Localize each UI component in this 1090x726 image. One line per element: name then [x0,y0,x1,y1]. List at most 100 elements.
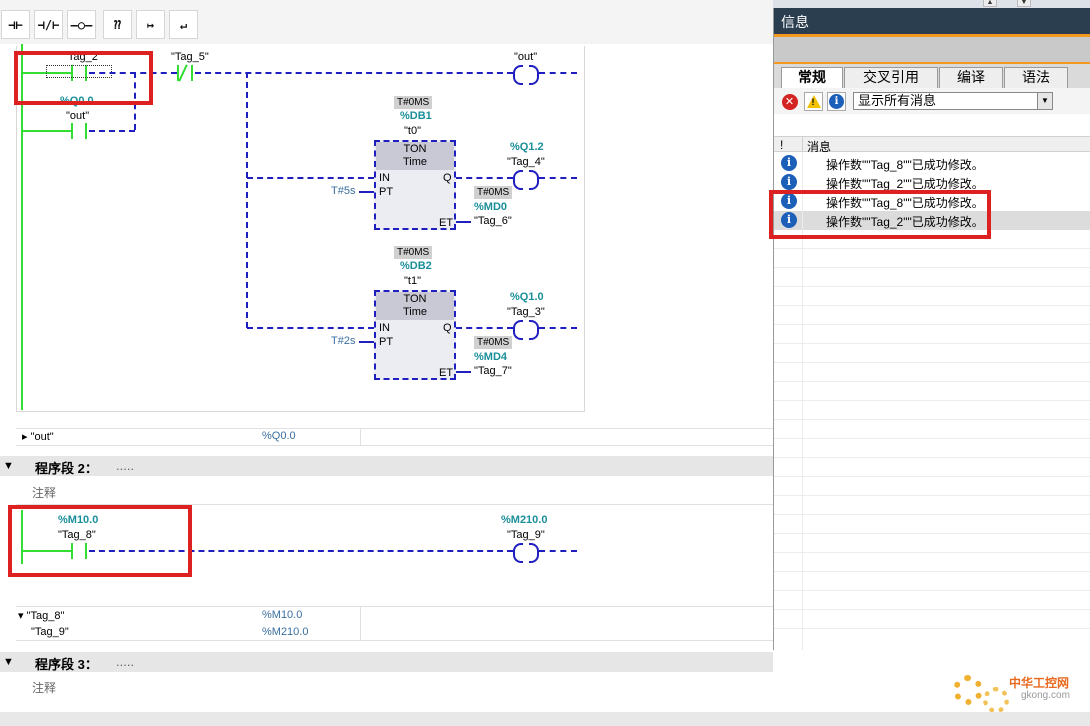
tab-syntax[interactable]: 语法 [1004,67,1068,88]
error-filter-icon[interactable]: ✕ [780,92,799,111]
ton1-pin-et: ET [439,217,454,229]
network-2-comment[interactable]: 注释 [32,486,57,500]
wire [89,550,513,552]
coil-tag4-address: %Q1.2 [510,141,544,153]
ton1-pin-in: IN [379,172,390,184]
column-severity[interactable]: ! [780,138,784,152]
tag-table-row[interactable]: ▸ "out" [22,430,54,443]
message-row[interactable]: i 操作数""Tag_2""已成功修改。 [774,173,1090,192]
ton2-subtype: Time [402,306,428,318]
energized-wire [23,130,71,132]
grid-row-line [774,248,1090,249]
info-icon: i [781,212,797,228]
message-filter-select[interactable]: 显示所有消息 ▼ [853,92,1053,110]
grid-row-line [774,381,1090,382]
tag-name[interactable]: "Tag_9" [31,626,69,638]
ton1-block[interactable]: TON Time IN PT Q ET [374,140,456,230]
chevron-down-icon[interactable]: ▼ [1037,93,1052,109]
filter-row: ✕ ! i 显示所有消息 ▼ [774,88,1090,114]
message-filter-value: 显示所有消息 [858,93,937,108]
column-message[interactable]: 消息 [807,140,832,154]
message-text: 操作数""Tag_8""已成功修改。 [826,196,984,210]
ton1-pin-q: Q [443,172,452,184]
network-1-frame [16,46,585,412]
network-2-dots: ..... [116,458,135,473]
expand-arrow-icon[interactable]: ▸ [22,431,28,443]
highlight-box-tag2 [14,51,153,105]
ton2-pin-et: ET [439,367,454,379]
contact-tag5[interactable] [177,65,193,81]
coil-tag3[interactable] [513,320,539,340]
accent-line [774,34,1090,37]
coil-tag9[interactable] [513,543,539,563]
ton1-type: TON [403,143,427,155]
tag-table-row[interactable]: ▾ "Tag_8" [18,609,64,622]
scroll-up-arrow-icon[interactable]: ▲ [983,0,997,7]
grid-row-line [774,476,1090,477]
collapse-triangle-icon[interactable]: ▼ [3,656,14,668]
column-separator [802,137,803,151]
coil-out-label: "out" [514,51,538,63]
contact-out[interactable] [71,123,87,139]
ton1-header: TON Time [376,142,454,170]
collapse-triangle-icon[interactable]: ▼ [3,460,14,472]
tag-name: "Tag_8" [26,610,65,622]
info-panel-title: 信息 [774,8,1090,34]
ton1-et-address: %MD0 [474,201,508,213]
no-contact-button[interactable]: ⊣⊢ [1,10,30,39]
contact-tag8-label: "Tag_8" [58,529,96,541]
watermark-url: gkong.com [1021,690,1070,701]
network-3-header[interactable]: ▼ 程序段 3： ..... [0,652,773,672]
warning-filter-icon[interactable]: ! [804,92,823,111]
coil-tag9-label: "Tag_9" [507,529,545,541]
message-row[interactable]: i 操作数""Tag_8""已成功修改。 [774,192,1090,211]
ton1-pt-value: T#5s [331,185,356,197]
message-text: 操作数""Tag_8""已成功修改。 [826,158,984,172]
ton2-pin-in: IN [379,322,390,334]
empty-box-button[interactable]: ⁇ [103,10,132,39]
coil-tag4[interactable] [513,170,539,190]
tag-table-divider [16,428,773,429]
contact-tag5-label: "Tag_5" [171,51,209,63]
ton1-pin-pt: PT [379,186,394,198]
contact-out-label: "out" [66,110,90,122]
network-3-comment[interactable]: 注释 [32,681,57,695]
tab-general[interactable]: 常规 [781,67,843,89]
open-branch-button[interactable]: ↦ [136,10,165,39]
wire [539,550,577,552]
nc-contact-button[interactable]: ⊣/⊢ [34,10,63,39]
ton1-et-display: T#0MS [474,186,513,199]
panel-gap [774,114,1090,136]
ladder-toolbar: ⊣⊢ ⊣/⊢ –○– ⁇ ↦ ↵ [0,0,773,44]
ton1-subtype: Time [402,156,428,168]
info-filter-icon[interactable]: i [827,92,846,111]
wire [456,327,513,329]
close-branch-button[interactable]: ↵ [169,10,198,39]
power-rail [21,44,23,410]
tab-cross-reference[interactable]: 交叉引用 [844,67,938,88]
wire [456,371,471,373]
coil-button[interactable]: –○– [67,10,96,39]
grid-row-line [774,457,1090,458]
ton2-block[interactable]: TON Time IN PT Q ET [374,290,456,380]
grid-row-line [774,419,1090,420]
network-2-title: 程序段 2： [35,461,98,476]
message-row[interactable]: i 操作数""Tag_8""已成功修改。 [774,154,1090,173]
contact-tag8[interactable] [71,543,87,559]
tab-compile[interactable]: 编译 [939,67,1003,88]
energized-wire [23,72,71,74]
watermark: 中华工控网 gkong.com [953,673,1083,713]
grid-row-line [774,362,1090,363]
collapse-arrow-icon[interactable]: ▾ [18,610,24,622]
watermark-title: 中华工控网 [1009,676,1070,690]
scroll-down-arrow-icon[interactable]: ▼ [1017,0,1031,7]
network-2-header[interactable]: ▼ 程序段 2： ..... [0,456,773,476]
network-3-dots: ..... [116,654,135,669]
message-row-selected[interactable]: i 操作数""Tag_2""已成功修改。 [774,211,1090,230]
coil-out[interactable] [513,65,539,85]
power-rail-2 [21,510,23,564]
wire [89,72,177,74]
grid-column-line [802,152,803,650]
coil-tag4-label: "Tag_4" [507,156,545,168]
ton1-et-tag: "Tag_6" [474,215,512,227]
